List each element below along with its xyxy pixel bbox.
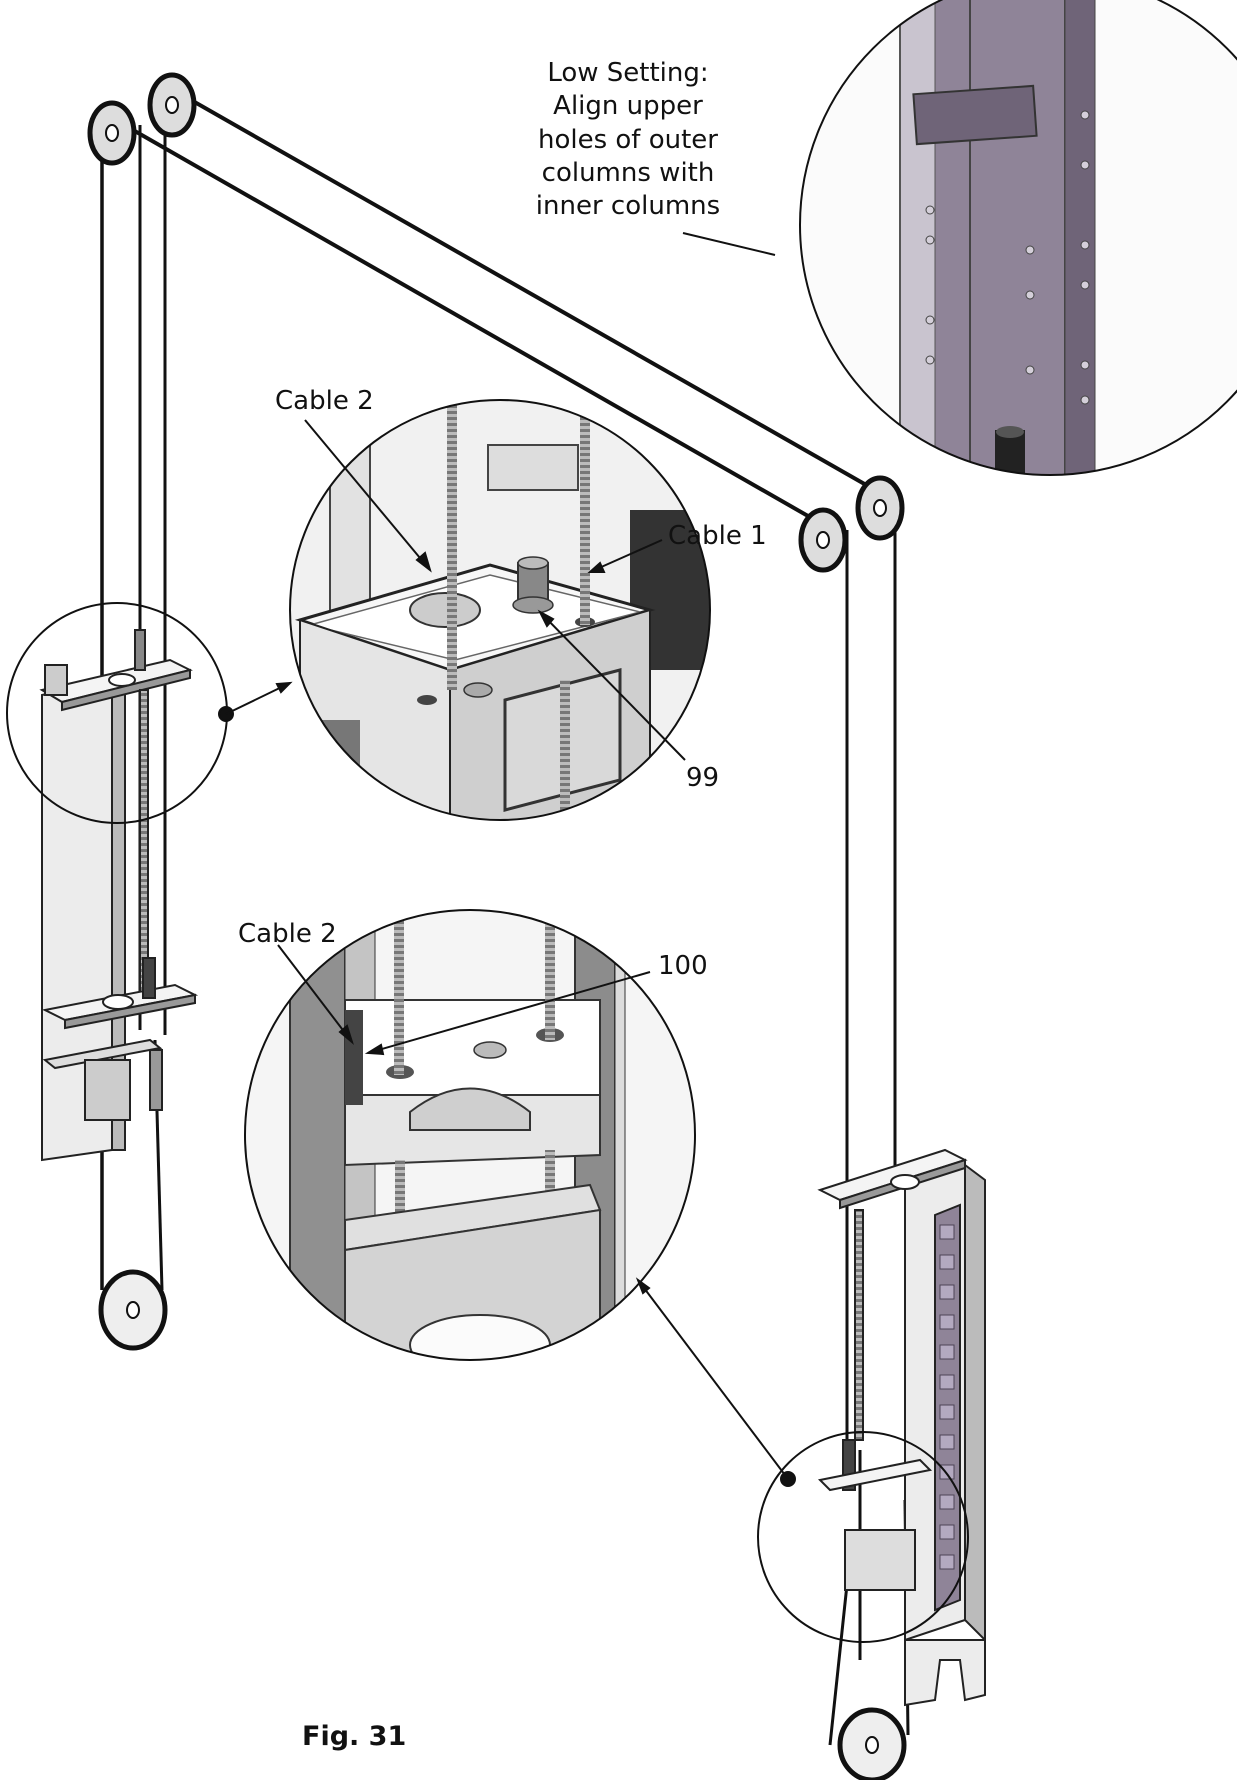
leader-cable2-top <box>304 419 431 571</box>
cable-overhead-1 <box>111 116 816 522</box>
pulley-bottom-right <box>837 1707 907 1780</box>
right-column-foot <box>904 1639 986 1707</box>
left-top-plate-edge <box>61 668 191 712</box>
right-column-side <box>964 1163 986 1643</box>
cable-right-lower-2 <box>828 1574 850 1746</box>
leader-100 <box>367 971 651 1054</box>
part-100-label: 100 <box>658 951 708 981</box>
pulley-top-left-front <box>87 100 137 166</box>
arrow-cable2-top <box>415 551 432 573</box>
arrow-to-mid-detail <box>635 1277 651 1295</box>
leader-low-setting <box>682 232 776 256</box>
part-99-label: 99 <box>686 763 720 793</box>
left-column <box>39 629 199 1162</box>
low-setting-line-5: inner columns <box>535 191 721 222</box>
low-setting-label: Low Setting: Align upper holes of outer … <box>518 57 738 223</box>
pulley-bottom-left <box>98 1269 168 1351</box>
right-threaded-rod <box>854 1209 864 1441</box>
low-setting-line-2: Align upper <box>553 91 703 122</box>
left-mid-plate-edge <box>64 993 196 1030</box>
left-top-bracket <box>44 664 68 696</box>
leader-99 <box>539 611 686 761</box>
arrow-100 <box>364 1043 385 1056</box>
pulley-top-right-front <box>798 507 848 573</box>
leader-cable2-bottom <box>277 944 353 1043</box>
right-column-holes <box>939 1224 955 1570</box>
arrow-99 <box>537 609 555 628</box>
left-lower-clamp <box>84 1059 131 1121</box>
arrow-cable1 <box>587 561 606 573</box>
cable-overhead-2 <box>169 86 876 492</box>
arrow-to-top-detail <box>275 681 293 694</box>
left-cable-end <box>142 957 156 999</box>
arrow-cable2-bottom <box>338 1024 354 1045</box>
left-lower-bolt <box>149 1049 163 1111</box>
detail-lower-bracket <box>244 909 696 1361</box>
pulley-top-left-back <box>147 72 197 138</box>
left-bolt <box>134 629 146 671</box>
right-lower-bracket <box>844 1529 916 1591</box>
low-setting-line-1: Low Setting: <box>547 58 709 88</box>
right-column <box>817 1148 986 1707</box>
low-setting-line-3: holes of outer <box>537 124 718 155</box>
cable2-bottom-label: Cable 2 <box>238 919 337 949</box>
leader-lines <box>218 232 796 1487</box>
right-mid-plate <box>817 1458 933 1492</box>
cable2-top-label: Cable 2 <box>275 386 374 416</box>
left-lower-bracket <box>42 1038 163 1070</box>
callout-circle-right <box>757 1431 969 1643</box>
pulley-top-right-back <box>855 475 905 541</box>
low-setting-line-4: columns with <box>541 157 715 188</box>
pulleys <box>87 72 907 1780</box>
figure-caption: Fig. 31 <box>302 1721 407 1752</box>
cable1-label: Cable 1 <box>668 521 767 551</box>
detail-low-setting <box>799 0 1237 476</box>
